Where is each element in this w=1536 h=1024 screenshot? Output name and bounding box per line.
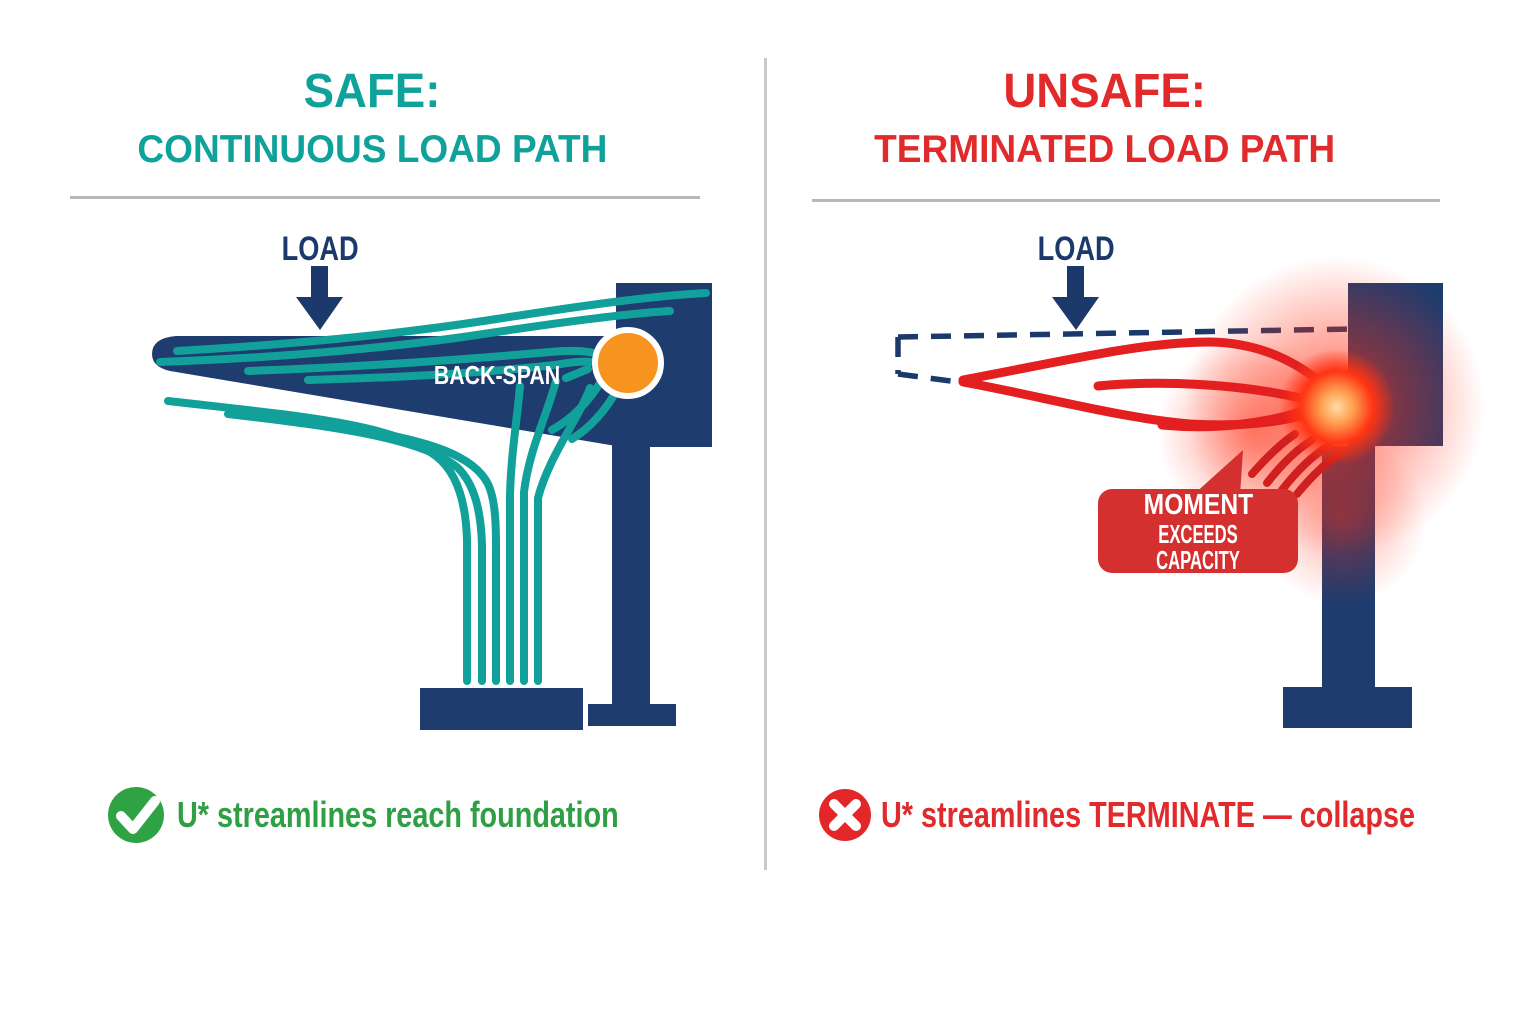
- left-load-label: LOAD: [220, 230, 420, 269]
- right-title-text-1: UNSAFE:: [1003, 65, 1207, 118]
- red-streamline-mid-1: [1093, 378, 1305, 403]
- streamline-down-2: [224, 410, 486, 685]
- streamline-down-4: [506, 382, 524, 685]
- left-title-text-1: SAFE:: [303, 65, 441, 118]
- right-panel-title-line2: TERMINATED LOAD PATH: [768, 130, 1442, 169]
- x-icon: [819, 789, 871, 841]
- streamline-mid-2: [304, 357, 595, 384]
- left-title-rule: [70, 196, 700, 199]
- right-title-rule: [812, 199, 1440, 202]
- callout-line2-text: EXCEEDS CAPACITY: [1156, 518, 1240, 575]
- streamline-down-5: [520, 377, 560, 685]
- panel-divider: [764, 58, 767, 870]
- streamline-dash: [562, 365, 592, 382]
- callout-pointer: [1192, 450, 1243, 496]
- left-column-shaft: [612, 444, 650, 706]
- left-panel-title-line1: SAFE:: [0, 68, 744, 116]
- right-caption: U* streamlines TERMINATE — collapse: [881, 795, 1536, 835]
- arrow-shaft: [1067, 266, 1084, 300]
- left-panel-title-line2: CONTINUOUS LOAD PATH: [0, 130, 744, 169]
- callout-line1-text: MOMENT: [1143, 488, 1253, 521]
- left-caption: U* streamlines reach foundation: [177, 795, 729, 835]
- overload-glow-core: [1279, 349, 1395, 465]
- right-load-text: LOAD: [1037, 230, 1115, 268]
- left-column-footing: [588, 704, 676, 726]
- arrow-shaft: [311, 266, 328, 300]
- moment-callout-text: MOMENT EXCEEDS CAPACITY: [1098, 489, 1298, 573]
- callout-body: [1098, 489, 1298, 573]
- moment-callout-bubble: [1098, 450, 1298, 573]
- left-title-text-2: CONTINUOUS LOAD PATH: [137, 128, 607, 171]
- right-column-footing: [1283, 687, 1412, 728]
- right-panel-title-line1: UNSAFE:: [768, 68, 1442, 116]
- arrow-head: [1052, 297, 1099, 330]
- streamline-curl-2: [568, 386, 621, 443]
- streamline-top-2: [156, 307, 674, 366]
- left-beam: [152, 336, 616, 446]
- ghost-beam-bottom: [897, 371, 959, 385]
- callout-line1: MOMENT: [1134, 488, 1263, 521]
- right-title-text-2: TERMINATED LOAD PATH: [874, 128, 1336, 171]
- connection-node: [592, 327, 664, 399]
- arrow-head: [296, 297, 343, 330]
- right-load-label: LOAD: [976, 230, 1176, 269]
- left-structure: [152, 283, 712, 730]
- back-span-label: BACK-SPAN: [347, 360, 647, 391]
- streamline-mid-1: [244, 346, 601, 375]
- left-load-arrow: [296, 266, 343, 330]
- left-foundation-block: [420, 688, 583, 730]
- right-caption-text: U* streamlines TERMINATE — collapse: [881, 794, 1416, 835]
- streamline-top-1: [173, 289, 710, 355]
- streamline-down-3: [356, 426, 500, 685]
- callout-line2: EXCEEDS CAPACITY: [1098, 521, 1298, 573]
- check-icon: [108, 787, 164, 843]
- back-span-text: BACK-SPAN: [433, 360, 561, 390]
- left-streamlines: [156, 289, 710, 685]
- left-caption-text: U* streamlines reach foundation: [177, 794, 619, 835]
- right-load-arrow: [1052, 266, 1099, 330]
- left-load-text: LOAD: [281, 230, 359, 268]
